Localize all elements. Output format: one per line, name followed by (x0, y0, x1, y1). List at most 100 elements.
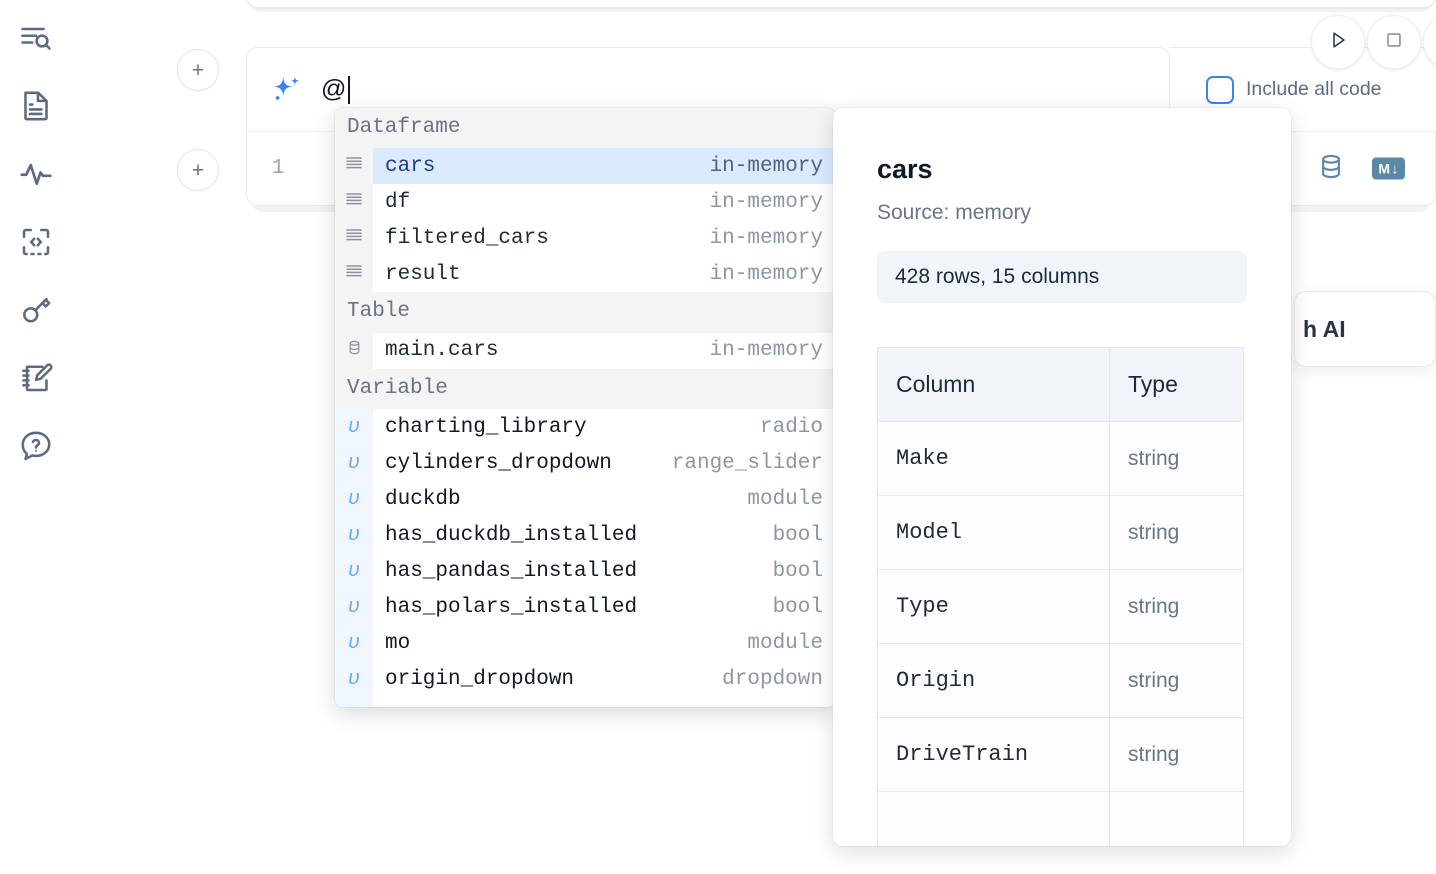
autocomplete-item-icon (335, 220, 373, 257)
schema-column-type (1109, 791, 1244, 846)
autocomplete-item[interactable]: υ has_pandas_installed bool (335, 553, 835, 590)
schema-column-type: string (1109, 495, 1244, 570)
autocomplete-item-icon: υ (335, 481, 373, 518)
sidebar-item-outline-search[interactable] (12, 14, 60, 62)
sidebar-item-scratchpad[interactable] (12, 354, 60, 402)
autocomplete-section-header: Variable (335, 368, 835, 410)
sidebar-item-secrets[interactable] (12, 286, 60, 334)
autocomplete-item-type: module (747, 487, 823, 511)
autocomplete-item-type: radio (759, 415, 823, 439)
autocomplete-item-type: bool (772, 559, 823, 583)
sidebar-item-embed-code[interactable] (12, 218, 60, 266)
key-icon (18, 292, 54, 328)
sidebar-item-file-document[interactable] (12, 82, 60, 130)
outline-search-icon (18, 20, 54, 56)
add-cell-button-bottom[interactable]: + (177, 149, 219, 191)
autocomplete-item-icon: υ (335, 517, 373, 554)
help-chat-icon (18, 428, 54, 464)
autocomplete-item-clipped[interactable]: υ (335, 697, 835, 707)
include-all-code-checkbox[interactable] (1206, 75, 1234, 104)
stop-cell-button[interactable] (1367, 15, 1421, 69)
left-sidebar (0, 0, 72, 874)
schema-column-name: DriveTrain (877, 717, 1110, 792)
table-row-clipped (877, 791, 1244, 846)
schema-column-name (877, 791, 1110, 846)
autocomplete-item-type: dropdown (722, 667, 823, 691)
autocomplete-item-name: filtered_cars (385, 226, 549, 250)
ai-sparkle-icon (269, 73, 303, 107)
variable-icon: υ (347, 631, 360, 655)
autocomplete-item-icon: υ (335, 625, 373, 662)
sidebar-item-activity[interactable] (12, 150, 60, 198)
stop-square-icon (1383, 29, 1405, 56)
markdown-badge[interactable]: M↓ (1372, 157, 1405, 180)
generate-with-ai-label: h AI (1303, 315, 1346, 342)
autocomplete-item-icon: υ (335, 445, 373, 482)
run-cell-button[interactable] (1311, 15, 1365, 69)
autocomplete-item-icon: υ (335, 661, 373, 698)
schema-column-name: Type (877, 569, 1110, 644)
markdown-badge-letter: M (1378, 160, 1391, 177)
text-caret (347, 75, 350, 104)
schema-column-type: string (1109, 421, 1244, 496)
variable-icon: υ (347, 523, 360, 547)
dataframe-rows-icon (345, 190, 363, 215)
ai-prompt-input[interactable]: @ (321, 48, 1169, 131)
autocomplete-item-name: cars (385, 154, 436, 178)
play-icon (1326, 28, 1350, 57)
activity-pulse-icon (18, 156, 54, 192)
variable-icon: υ (347, 487, 360, 511)
autocomplete-item-name: origin_dropdown (385, 667, 575, 691)
variable-icon: υ (335, 697, 373, 707)
cell-above[interactable] (246, 0, 1436, 8)
autocomplete-item-name: cylinders_dropdown (385, 451, 612, 475)
autocomplete-item-type: in-memory (709, 339, 823, 363)
sidebar-item-help[interactable] (12, 422, 60, 470)
detail-title: cars (877, 154, 933, 184)
plus-icon: + (191, 158, 205, 182)
add-cell-button-top[interactable]: + (177, 49, 219, 91)
autocomplete-item-icon (335, 148, 373, 185)
autocomplete-item[interactable]: υ origin_dropdown dropdown (335, 661, 835, 698)
header-column: Column (877, 347, 1110, 422)
database-icon (346, 339, 363, 363)
variable-icon: υ (347, 595, 360, 619)
cell-status-icons: M↓ (1316, 151, 1405, 186)
cell-above-shadow (252, 4, 1430, 12)
generate-with-ai-card[interactable]: h AI (1294, 291, 1436, 367)
autocomplete-item-icon: υ (335, 553, 373, 590)
variable-icon: υ (347, 559, 360, 583)
autocomplete-item-name: charting_library (385, 415, 587, 439)
autocomplete-item-name: mo (385, 631, 411, 655)
include-all-code-toggle[interactable]: Include all code (1206, 75, 1382, 104)
plus-icon: + (191, 58, 205, 82)
autocomplete-item-name: has_pandas_installed (385, 559, 638, 583)
autocomplete-item-type: in-memory (709, 226, 823, 250)
header-type: Type (1109, 347, 1244, 422)
autocomplete-item[interactable]: filtered_cars in-memory (335, 220, 835, 257)
autocomplete-item-type: bool (772, 595, 823, 619)
autocomplete-item-icon: υ (335, 589, 373, 626)
schema-column-name: Make (877, 421, 1110, 496)
detail-shape-badge: 428 rows, 15 columns (877, 251, 1247, 303)
autocomplete-item-name: df (385, 190, 411, 214)
autocomplete-item-name: has_polars_installed (385, 595, 638, 619)
autocomplete-item[interactable]: υ has_polars_installed bool (335, 589, 835, 626)
database-icon[interactable] (1316, 151, 1346, 186)
autocomplete-item-type: module (747, 631, 823, 655)
autocomplete-item[interactable]: υ mo module (335, 625, 835, 662)
embed-code-icon (18, 224, 54, 260)
